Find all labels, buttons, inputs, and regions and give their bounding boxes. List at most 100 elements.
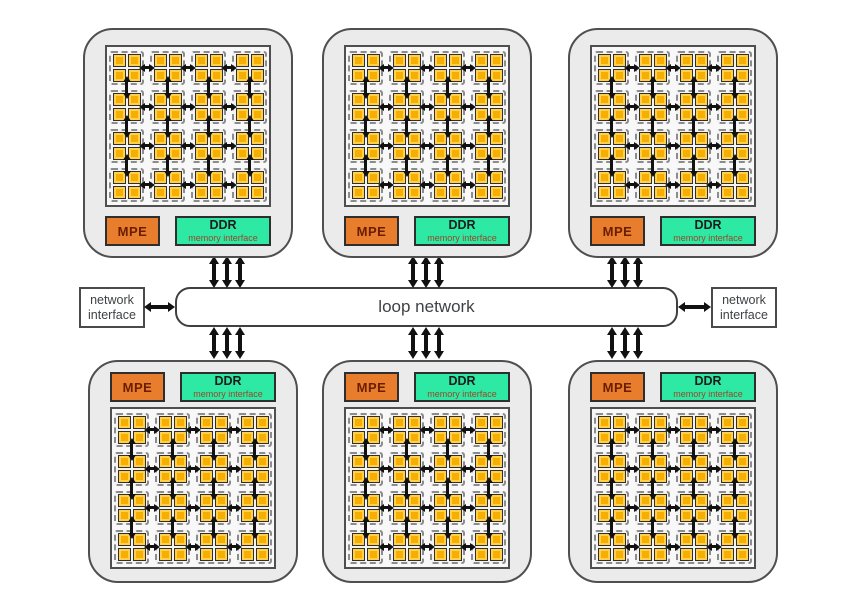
vertical-link-arrow: [689, 75, 698, 99]
processing-element: [597, 493, 611, 507]
processing-element: [448, 107, 462, 121]
pe-cluster-top-middle: MPE DDR memory interface: [322, 28, 532, 258]
vertical-bus-arrow: [632, 327, 643, 359]
processing-element: [474, 170, 488, 184]
processing-element: [250, 131, 264, 145]
vertical-bus-arrow: [420, 256, 431, 288]
ddr-memory-interface-block: DDR memory interface: [660, 372, 756, 402]
processing-element: [448, 469, 462, 483]
bus-link-arrows-bottom-middle: [407, 327, 444, 359]
processing-element: [168, 107, 182, 121]
processing-element: [173, 454, 187, 468]
processing-element: [240, 469, 254, 483]
mpe-label: MPE: [122, 379, 153, 395]
processing-element: [433, 170, 447, 184]
vertical-link-arrow: [730, 153, 739, 177]
vertical-link-arrow: [730, 437, 739, 461]
processing-element: [638, 547, 652, 561]
processing-element: [474, 53, 488, 67]
network-interface-left: network interface: [79, 287, 145, 328]
processing-element: [448, 170, 462, 184]
vertical-bus-arrow: [433, 327, 444, 359]
processing-element: [199, 469, 213, 483]
processing-element: [597, 508, 611, 522]
horizontal-link-arrow: [419, 425, 435, 434]
cluster-label-row: MPE DDR memory interface: [590, 216, 756, 246]
ddr-memory-interface-block: DDR memory interface: [175, 216, 271, 246]
network-interface-left-line2: interface: [88, 307, 136, 322]
pe-group: [232, 50, 267, 85]
horizontal-link-arrow: [460, 464, 476, 473]
horizontal-link-arrow: [419, 63, 435, 72]
processing-element: [597, 146, 611, 160]
processing-element: [489, 68, 503, 82]
vertical-link-arrow: [361, 515, 370, 539]
processing-element: [679, 53, 693, 67]
pe-group: [237, 529, 272, 564]
processing-element: [112, 170, 126, 184]
processing-element: [597, 68, 611, 82]
horizontal-link-arrow: [139, 102, 155, 111]
processing-element: [392, 68, 406, 82]
horizontal-link-arrow: [665, 141, 681, 150]
processing-element: [392, 415, 406, 429]
processing-element: [448, 53, 462, 67]
processing-element: [366, 493, 380, 507]
processing-element: [694, 185, 708, 199]
processing-element: [214, 415, 228, 429]
processing-element: [474, 107, 488, 121]
horizontal-link-arrow: [378, 464, 394, 473]
processing-element: [112, 146, 126, 160]
horizontal-link-arrow: [221, 180, 237, 189]
processing-element: [735, 469, 749, 483]
horizontal-link-arrow: [624, 425, 640, 434]
pe-group: [471, 451, 506, 486]
processing-element: [153, 107, 167, 121]
bus-link-arrows-top-middle: [407, 256, 444, 288]
pe-cluster-bottom-left: MPE DDR memory interface: [88, 360, 298, 583]
processing-element: [735, 430, 749, 444]
network-interface-right-line2: interface: [720, 307, 768, 322]
processing-element: [351, 415, 365, 429]
processing-element: [720, 170, 734, 184]
processing-element: [366, 185, 380, 199]
processing-element: [489, 547, 503, 561]
vertical-link-arrow: [204, 75, 213, 99]
ddr-sublabel: memory interface: [427, 232, 497, 243]
horizontal-link-arrow: [139, 180, 155, 189]
processing-element: [694, 170, 708, 184]
processing-element: [127, 92, 141, 106]
ddr-label: DDR: [209, 218, 237, 233]
processing-element: [653, 508, 667, 522]
horizontal-link-arrow: [378, 141, 394, 150]
vertical-link-arrow: [607, 515, 616, 539]
horizontal-link-arrow: [706, 542, 722, 551]
processing-element: [407, 68, 421, 82]
processing-element: [653, 454, 667, 468]
processing-element: [612, 415, 626, 429]
vertical-link-arrow: [607, 114, 616, 138]
horizontal-link-arrow: [378, 102, 394, 111]
processing-element: [638, 146, 652, 160]
vertical-bus-arrow: [234, 256, 245, 288]
processing-element: [153, 185, 167, 199]
vertical-link-arrow: [689, 114, 698, 138]
loop-network-bus: loop network: [175, 287, 678, 327]
processing-element: [489, 92, 503, 106]
horizontal-link-arrow: [460, 425, 476, 434]
processing-element: [489, 170, 503, 184]
mpe-label: MPE: [117, 223, 148, 239]
pe-mesh-grid: [594, 50, 752, 202]
processing-element: [638, 131, 652, 145]
horizontal-link-arrow: [460, 180, 476, 189]
pe-array-box: [105, 45, 271, 207]
processing-element: [168, 53, 182, 67]
processing-element: [132, 469, 146, 483]
mpe-block: MPE: [590, 216, 645, 246]
processing-element: [638, 532, 652, 546]
processing-element: [448, 92, 462, 106]
pe-group: [109, 89, 144, 124]
network-interface-left-line1: network: [90, 292, 134, 307]
horizontal-link-arrow: [419, 503, 435, 512]
processing-element: [117, 532, 131, 546]
